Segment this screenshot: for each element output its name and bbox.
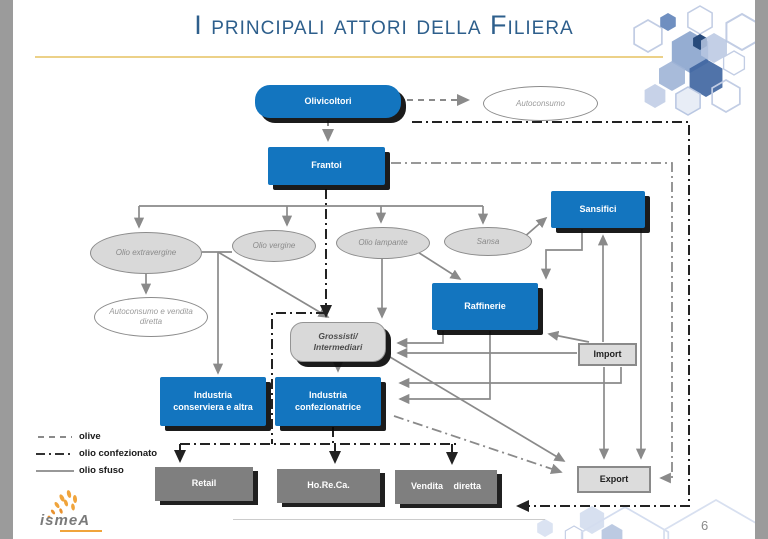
right-frame-bar bbox=[755, 0, 768, 539]
footer-divider bbox=[233, 519, 545, 520]
legend-label-olio-confezionato: olio confezionato bbox=[79, 448, 158, 459]
node-sansa: Sansa bbox=[444, 227, 532, 256]
hexagon-decoration-top-right bbox=[633, 5, 759, 116]
title-underline bbox=[35, 56, 663, 58]
hexagon-decoration-bottom-right bbox=[537, 498, 768, 539]
gray-dashdot-flow-lines bbox=[391, 162, 673, 484]
page-number: 6 bbox=[701, 518, 709, 533]
ismea-logo-icon bbox=[47, 490, 78, 519]
legend-label-olio-sfuso: olio sfuso bbox=[79, 465, 124, 476]
ismea-logo-text: ismeA bbox=[40, 512, 91, 529]
left-frame-bar bbox=[0, 0, 13, 539]
legend-line-samples bbox=[36, 436, 74, 472]
node-sansifici: Sansifici bbox=[551, 191, 645, 228]
black-dashdot-flow-lines bbox=[174, 121, 690, 512]
node-import: Import bbox=[578, 343, 637, 366]
node-olivicoltori: Olivicoltori bbox=[255, 85, 401, 118]
node-olio-extravergine: Olio extravergine bbox=[90, 232, 202, 274]
node-industria-conserviera: Industria conserviera e altra bbox=[160, 377, 266, 426]
node-vendita-diretta: Vendita diretta bbox=[395, 470, 497, 504]
node-autoconsumo: Autoconsumo bbox=[483, 86, 598, 121]
node-industria-confezionatrice: Industria confezionatrice bbox=[275, 377, 381, 426]
node-raffinerie: Raffinerie bbox=[432, 283, 538, 330]
node-olio-vergine: Olio vergine bbox=[232, 230, 316, 262]
legend-label-olive: olive bbox=[79, 431, 101, 442]
node-export: Export bbox=[577, 466, 651, 493]
page-title: I principali attori della Filiera bbox=[194, 10, 574, 40]
node-frantoi: Frantoi bbox=[268, 147, 385, 185]
node-grossisti-intermediari: Grossisti/ Intermediari bbox=[290, 322, 386, 362]
ismea-logo: ismeA bbox=[38, 490, 133, 536]
node-horeca: Ho.Re.Ca. bbox=[277, 469, 380, 503]
solid-flow-lines bbox=[133, 205, 647, 462]
node-retail: Retail bbox=[155, 467, 253, 501]
node-olio-lampante: Olio lampante bbox=[336, 227, 430, 259]
dashed-flow-lines bbox=[322, 94, 470, 142]
node-autoconsumo-vendita-diretta: Autoconsumo e vendita diretta bbox=[94, 297, 208, 337]
ismea-logo-subline bbox=[60, 530, 102, 532]
